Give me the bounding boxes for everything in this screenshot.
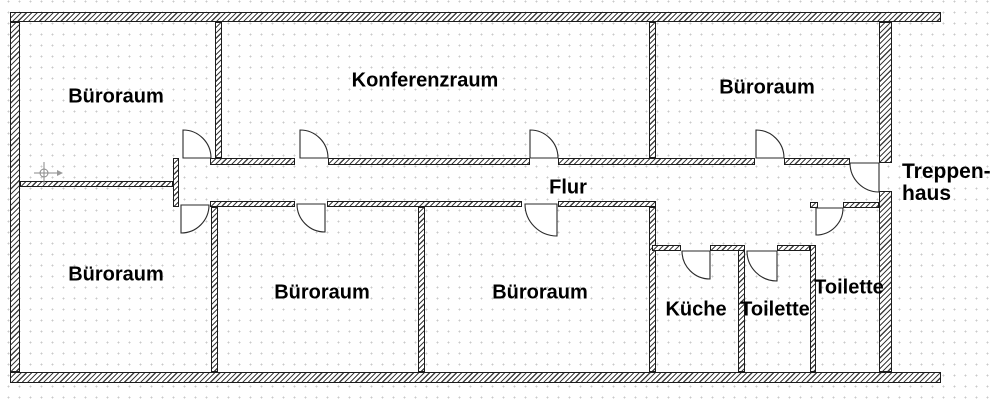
wall-segment	[328, 158, 530, 165]
door-swing-arc	[180, 204, 210, 234]
door-swing-arc	[296, 203, 326, 233]
wall-outer-top	[10, 12, 941, 22]
wall-outer-right-lower	[879, 191, 892, 372]
room-label-conference: Konferenzraum	[351, 69, 499, 92]
wall-segment	[418, 207, 425, 372]
door-toilet-mid	[746, 250, 778, 282]
door-toilet-right	[815, 207, 844, 236]
wall-segment	[173, 158, 179, 207]
door-conference-east	[529, 129, 559, 159]
wall-segment	[211, 207, 218, 372]
room-label-office-top-right: Büroraum	[719, 76, 815, 99]
door-office-bottom-mid	[296, 203, 326, 233]
wall-segment	[652, 245, 681, 251]
wall-segment	[777, 245, 810, 251]
door-swing-arc	[524, 203, 558, 237]
wall-outer-left	[10, 22, 20, 372]
door-swing-arc	[746, 250, 778, 282]
wall-segment	[215, 22, 222, 158]
room-label-office-top-left: Büroraum	[68, 85, 164, 108]
door-office-bottom-right	[524, 203, 558, 237]
door-swing-arc	[815, 207, 844, 236]
wall-segment	[558, 201, 656, 207]
wall-segment	[327, 201, 522, 207]
room-label-office-bottom-left: Büroraum	[68, 263, 164, 286]
wall-segment	[210, 158, 295, 165]
door-office-top-right	[755, 129, 785, 159]
wall-segment	[558, 158, 755, 165]
room-label-corridor: Flur	[549, 176, 587, 199]
wall-segment	[649, 207, 656, 372]
door-office-top-left	[182, 129, 212, 159]
door-office-bottom-left	[180, 204, 210, 234]
wall-segment	[710, 245, 745, 251]
wall-segment	[843, 202, 879, 208]
stairwell-label-line1: Treppen-	[902, 160, 991, 183]
door-swing-arc	[299, 129, 329, 159]
door-swing-arc	[182, 129, 212, 159]
wall-segment	[810, 202, 818, 208]
wall-outer-right-upper	[879, 22, 892, 163]
door-swing-arc	[681, 250, 711, 280]
room-label-office-bottom-right: Büroraum	[492, 281, 588, 304]
room-label-kitchen: Küche	[665, 298, 727, 321]
door-conference-west	[299, 129, 329, 159]
room-label-office-bottom-mid: Büroraum	[274, 281, 370, 304]
wall-segment	[20, 181, 173, 187]
door-swing-arc	[849, 162, 880, 193]
wall-segment	[649, 22, 656, 158]
door-kitchen	[681, 250, 711, 280]
wall-segment	[784, 158, 850, 165]
room-label-toilet-right: Toilette	[814, 276, 884, 299]
door-swing-arc	[755, 129, 785, 159]
room-label-stairwell: Treppen- haus	[902, 161, 991, 205]
wall-segment	[210, 201, 295, 207]
wall-segment	[810, 245, 816, 372]
ucs-origin-icon	[34, 162, 63, 184]
door-swing-arc	[529, 129, 559, 159]
wall-outer-bottom	[10, 372, 941, 383]
room-label-toilet-mid: Toilette	[740, 298, 810, 321]
stairwell-label-line2: haus	[902, 182, 952, 205]
door-stairwell	[849, 162, 880, 193]
